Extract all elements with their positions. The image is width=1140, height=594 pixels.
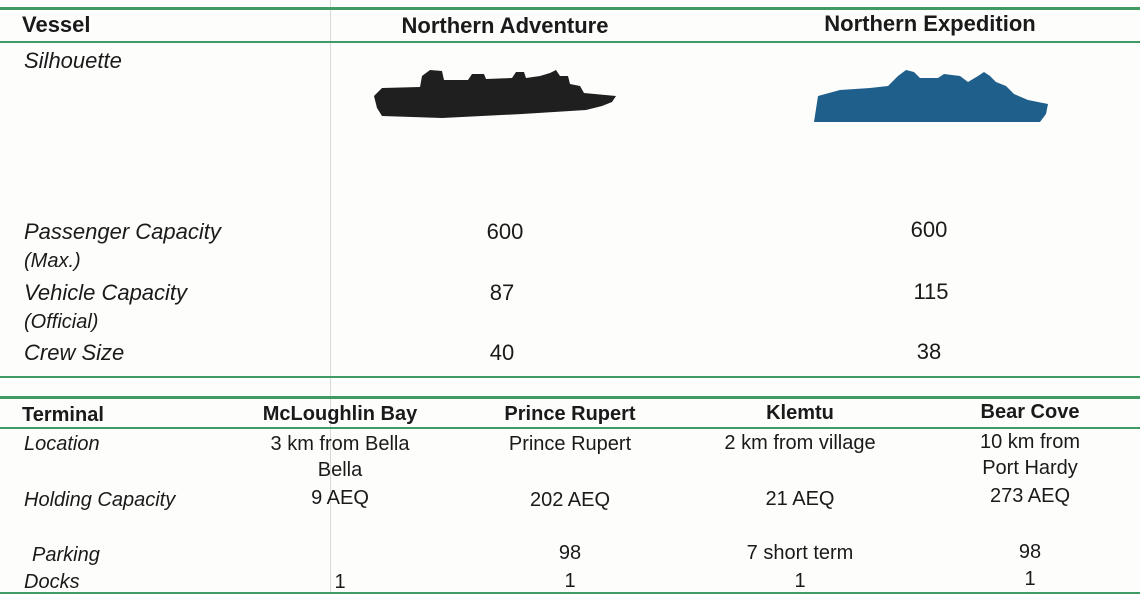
vehicle-capacity-ship1: 87 xyxy=(489,280,515,305)
docks-bear-cove: 1 xyxy=(1024,568,1036,590)
terminal-header-mcloughlin: McLoughlin Bay xyxy=(262,403,418,425)
docks-klemtu: 1 xyxy=(794,570,806,592)
holding-mcloughlin: 9 AEQ xyxy=(311,487,369,509)
docks-label: Docks xyxy=(24,571,80,593)
passenger-capacity-label: Passenger Capacity xyxy=(24,219,221,244)
vehicle-capacity-ship2: 115 xyxy=(913,279,949,304)
parking-bear-cove: 98 xyxy=(1018,541,1042,563)
parking-label: Parking xyxy=(32,544,100,566)
crew-size-ship2: 38 xyxy=(916,339,942,364)
table-top-rule xyxy=(0,7,1140,10)
location-mcloughlin-line1: 3 km from Bella xyxy=(270,433,410,455)
parking-klemtu: 7 short term xyxy=(746,542,854,564)
terminal-top-rule xyxy=(0,396,1140,399)
location-klemtu: 2 km from village xyxy=(724,432,876,454)
passenger-capacity-ship2: 600 xyxy=(910,217,948,242)
terminal-header-bear-cove: Bear Cove xyxy=(980,401,1080,423)
terminal-header-prince-rupert: Prince Rupert xyxy=(504,403,636,425)
scan-artifact-line xyxy=(330,0,331,594)
terminal-header-rule xyxy=(0,427,1140,429)
terminal-header-klemtu: Klemtu xyxy=(766,402,834,424)
location-label: Location xyxy=(24,433,100,455)
ship2-silhouette xyxy=(814,70,1048,122)
vehicle-capacity-sub: (Official) xyxy=(24,311,99,333)
holding-klemtu: 21 AEQ xyxy=(765,488,835,510)
crew-size-ship1: 40 xyxy=(489,340,515,365)
vessel-header-label: Vessel xyxy=(22,12,91,37)
parking-prince-rupert: 98 xyxy=(558,542,582,564)
terminal-table-bottom-rule xyxy=(0,592,1140,594)
vessel-header-ship2: Northern Expedition xyxy=(824,11,1036,36)
location-mcloughlin-line2: Bella xyxy=(317,459,363,481)
location-prince-rupert: Prince Rupert xyxy=(508,433,632,455)
header-rule xyxy=(0,41,1140,43)
ship1-silhouette xyxy=(374,70,616,118)
vehicle-capacity-label: Vehicle Capacity xyxy=(24,280,188,305)
location-bear-cove-line2: Port Hardy xyxy=(982,457,1078,479)
holding-bear-cove: 273 AEQ xyxy=(989,485,1071,507)
docks-mcloughlin: 1 xyxy=(334,571,346,593)
terminal-header-label: Terminal xyxy=(22,404,104,426)
passenger-capacity-ship1: 600 xyxy=(486,219,524,244)
crew-size-label: Crew Size xyxy=(24,340,125,365)
holding-prince-rupert: 202 AEQ xyxy=(529,489,611,511)
silhouette-label: Silhouette xyxy=(24,48,122,73)
passenger-capacity-sub: (Max.) xyxy=(24,250,81,272)
location-bear-cove-line1: 10 km from xyxy=(979,431,1081,453)
holding-capacity-label: Holding Capacity xyxy=(24,489,176,511)
vessel-header-ship1: Northern Adventure xyxy=(401,13,609,38)
docks-prince-rupert: 1 xyxy=(564,570,576,592)
vessel-table-bottom-rule xyxy=(0,376,1140,378)
